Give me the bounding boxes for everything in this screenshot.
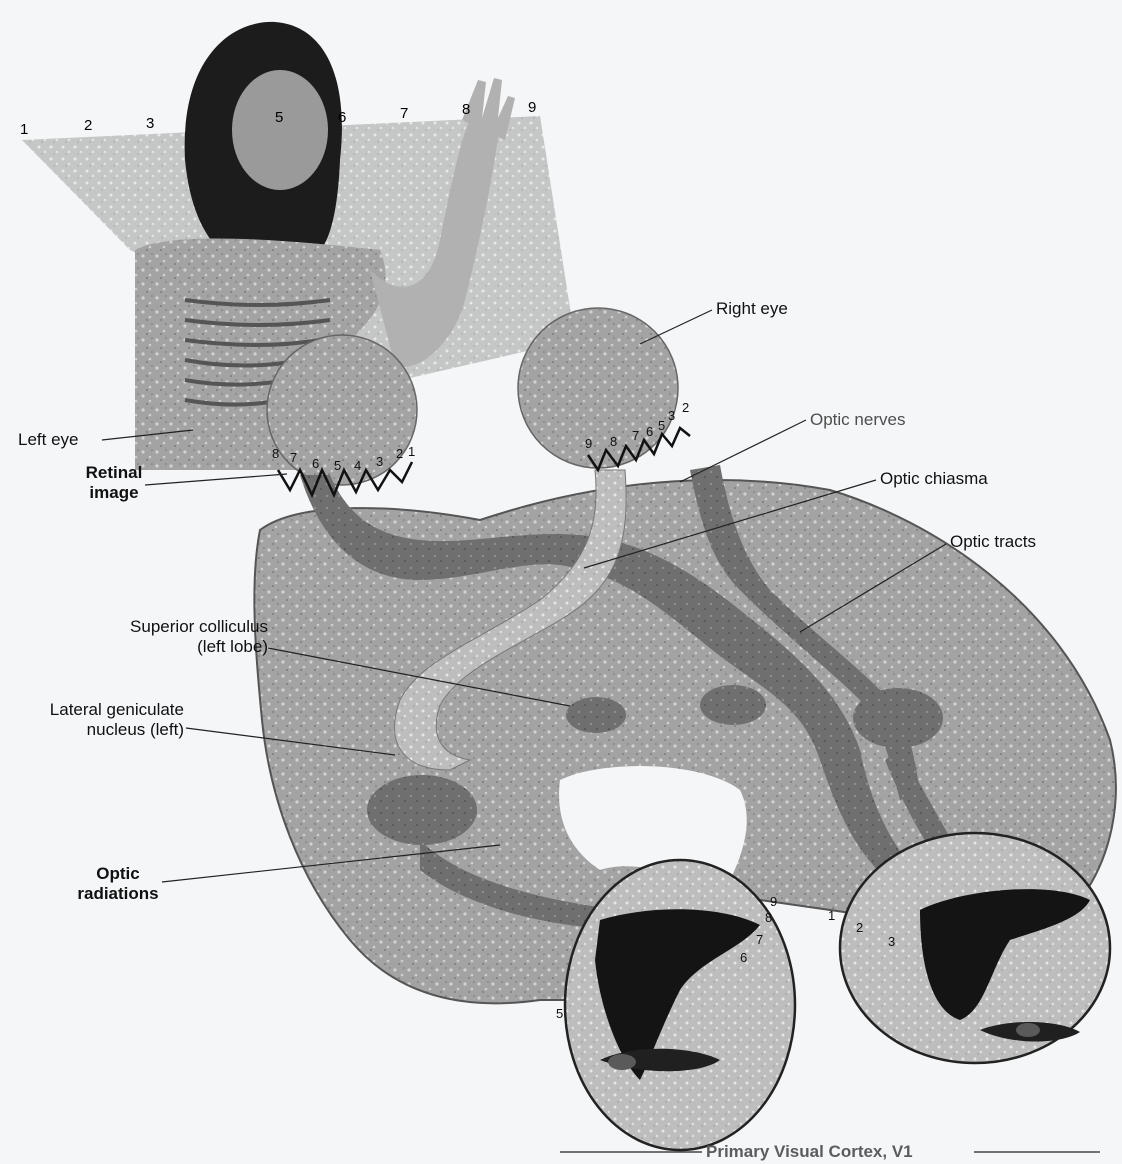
left-cortex-number: 7 [756, 932, 763, 947]
right-cortex-number: 3 [888, 934, 895, 949]
label-left-eye: Left eye [18, 430, 79, 450]
right-retina-number: 2 [682, 400, 689, 415]
field-number: 6 [338, 109, 346, 126]
field-number: 9 [528, 99, 536, 116]
lateral-geniculate-left [367, 775, 477, 845]
field-number: 7 [400, 105, 408, 122]
right-eyeball [518, 308, 678, 468]
field-number: 8 [462, 101, 470, 118]
lateral-geniculate-right [853, 688, 943, 748]
label-optic-nerves: Optic nerves [810, 410, 905, 430]
right-retina-number: 6 [646, 424, 653, 439]
label-retinal-image: Retinal image [70, 463, 158, 503]
left-retina-number: 3 [376, 454, 383, 469]
right-retina-number: 7 [632, 428, 639, 443]
superior-colliculus-left [566, 697, 626, 733]
right-cortex-number: 2 [856, 920, 863, 935]
left-retina-number: 4 [354, 458, 361, 473]
label-retinal-image-line-2: image [70, 483, 158, 503]
right-retina-number: 8 [610, 434, 617, 449]
label-superior-colliculus: Superior colliculus (left lobe) [60, 617, 268, 657]
label-retinal-image-line-1: Retinal [70, 463, 158, 483]
left-cortex-number: 9 [770, 894, 777, 909]
left-retina-number: 8 [272, 446, 279, 461]
field-number: 3 [146, 115, 154, 132]
label-primary-visual-cortex: Primary Visual Cortex, V1 [706, 1142, 913, 1162]
left-cortex-number: 6 [740, 950, 747, 965]
left-retina-number: 2 [396, 446, 403, 461]
label-optic-tracts: Optic tracts [950, 532, 1036, 552]
label-lateral-geniculate: Lateral geniculate nucleus (left) [10, 700, 184, 740]
label-optic-radiations-line-1: Optic [66, 864, 170, 884]
label-optic-nerves-word-1: Optic [810, 410, 850, 429]
label-optic-nerves-word-2: nerves [854, 410, 905, 429]
left-cortex-number: 5 [556, 1006, 563, 1021]
label-optic-radiations: Optic radiations [66, 864, 170, 904]
left-cortex-number: 8 [765, 910, 772, 925]
right-retina-number: 3 [668, 408, 675, 423]
field-number: 5 [275, 109, 283, 126]
label-superior-colliculus-line-2: (left lobe) [60, 637, 268, 657]
field-number: 1 [20, 121, 28, 138]
left-retina-number: 1 [408, 444, 415, 459]
superior-colliculus-right [700, 685, 766, 725]
label-lateral-geniculate-line-1: Lateral geniculate [10, 700, 184, 720]
right-cortex-number: 1 [828, 908, 835, 923]
label-optic-radiations-line-2: radiations [66, 884, 170, 904]
label-superior-colliculus-line-1: Superior colliculus [60, 617, 268, 637]
right-cortex-image [840, 833, 1110, 1063]
right-retina-number: 9 [585, 436, 592, 451]
label-lateral-geniculate-line-2: nucleus (left) [10, 720, 184, 740]
label-optic-chiasma: Optic chiasma [880, 469, 988, 489]
left-retina-number: 6 [312, 456, 319, 471]
left-retina-number: 7 [290, 450, 297, 465]
label-right-eye: Right eye [716, 299, 788, 319]
field-number: 2 [84, 117, 92, 134]
left-cortex-image [565, 860, 795, 1150]
left-retina-number: 5 [334, 458, 341, 473]
right-retina-number: 5 [658, 418, 665, 433]
